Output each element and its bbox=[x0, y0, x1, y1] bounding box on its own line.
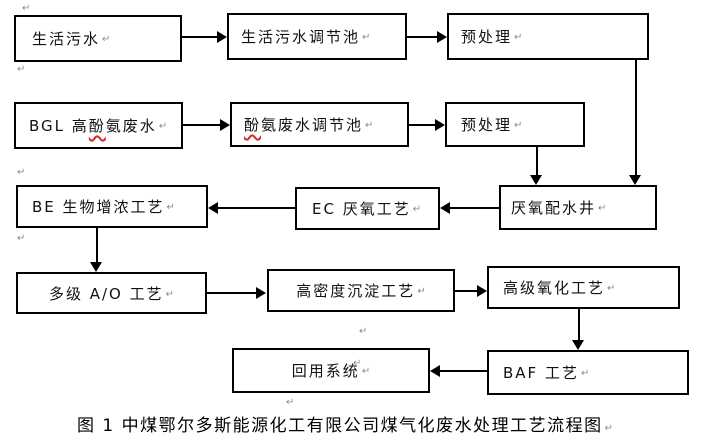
node-advanced-oxidation: 高级氧化工艺↵ bbox=[487, 266, 680, 309]
node-label: 生活污水调节池 bbox=[241, 28, 361, 46]
node-label: 回用系统 bbox=[291, 362, 360, 380]
node-label: 预处理 bbox=[461, 116, 513, 134]
node-high-density-sedimentation: 高密度沉淀工艺↵ bbox=[267, 269, 455, 312]
node-label: EC 厌氧工艺 bbox=[312, 200, 411, 218]
node-label: 厌氧配水井 bbox=[511, 199, 597, 217]
node-label: 生活污水 bbox=[32, 30, 101, 48]
paragraph-return-mark: ↵ bbox=[361, 366, 371, 377]
paragraph-return-mark: ↵ bbox=[607, 283, 616, 294]
arrowhead-right-icon bbox=[256, 287, 266, 299]
node-label: 高级氧化工艺 bbox=[503, 279, 606, 297]
node-label: 高密度沉淀工艺 bbox=[296, 282, 416, 300]
paragraph-return-mark: ↵ bbox=[417, 286, 426, 297]
paragraph-return-mark: ↵ bbox=[514, 120, 523, 131]
node-label: BAF 工艺 bbox=[503, 364, 579, 382]
paragraph-return-mark: ↵ bbox=[17, 64, 26, 75]
arrowhead-right-icon bbox=[477, 285, 487, 297]
arrowhead-down-icon bbox=[629, 175, 641, 185]
node-ec-anaerobic: EC 厌氧工艺↵ bbox=[295, 187, 440, 230]
node-pretreatment-1: 预处理↵ bbox=[447, 13, 649, 60]
node-multistage-ao: 多级 A/O 工艺↵ bbox=[16, 272, 207, 314]
node-label: 氨废水调节池 bbox=[261, 116, 364, 134]
node-label: 预处理 bbox=[461, 28, 513, 46]
paragraph-return-mark: ↵ bbox=[165, 288, 175, 300]
paragraph-return-mark: ↵ bbox=[353, 358, 362, 369]
paragraph-return-mark: ↵ bbox=[514, 32, 523, 43]
paragraph-return-mark: ↵ bbox=[286, 397, 295, 408]
arrowhead-down-icon bbox=[572, 340, 584, 350]
node-bgl-wastewater: BGL 高酚氨废水↵ bbox=[14, 102, 183, 149]
paragraph-return-mark: ↵ bbox=[102, 34, 111, 45]
edge-baf-to-reuse bbox=[440, 370, 487, 372]
paragraph-return-mark: ↵ bbox=[166, 202, 175, 213]
node-be-bioconcentration: BE 生物增浓工艺↵ bbox=[16, 185, 208, 228]
misspelled-word: 酚 bbox=[244, 116, 262, 134]
paragraph-return-mark: ↵ bbox=[604, 423, 613, 434]
node-domestic-sewage: 生活污水↵ bbox=[14, 15, 182, 62]
edge-regulating-to-pretreat1 bbox=[407, 36, 438, 38]
arrowhead-down-icon bbox=[90, 262, 102, 272]
node-anaerobic-distribution-well: 厌氧配水井↵ bbox=[499, 185, 657, 230]
arrowhead-right-icon bbox=[437, 31, 447, 43]
arrowhead-left-icon bbox=[208, 202, 218, 214]
edge-phenol-to-pretreat2 bbox=[409, 124, 436, 126]
arrowhead-right-icon bbox=[217, 31, 227, 43]
node-phenol-regulating-tank: 酚氨废水调节池↵ bbox=[230, 102, 409, 147]
paragraph-return-mark: ↵ bbox=[359, 326, 368, 337]
paragraph-return-mark: ↵ bbox=[598, 203, 607, 214]
paragraph-return-mark: ↵ bbox=[158, 121, 168, 132]
paragraph-return-mark: ↵ bbox=[412, 204, 422, 215]
node-baf: BAF 工艺↵ bbox=[487, 350, 689, 395]
figure-caption-text: 图 1 中煤鄂尔多斯能源化工有限公司煤气化废水处理工艺流程图 bbox=[76, 416, 603, 436]
figure-caption: 图 1 中煤鄂尔多斯能源化工有限公司煤气化废水处理工艺流程图↵ bbox=[0, 411, 690, 436]
edge-ao-to-sedimentation bbox=[207, 292, 257, 294]
node-label: 多级 A/O 工艺 bbox=[48, 284, 164, 303]
edge-well-to-ec bbox=[450, 207, 499, 209]
edge-sedimentation-to-oxidation bbox=[455, 290, 478, 292]
edge-domestic-to-regulating bbox=[182, 36, 218, 38]
misspelled-word: 酚 bbox=[88, 117, 106, 135]
paragraph-return-mark: ↵ bbox=[17, 233, 26, 244]
node-reuse-system: 回用系统↵ bbox=[232, 348, 430, 393]
arrowhead-right-icon bbox=[435, 119, 445, 131]
node-label: BGL 高 bbox=[29, 117, 89, 135]
arrowhead-left-icon bbox=[440, 202, 450, 214]
edge-be-to-ao bbox=[96, 228, 98, 262]
paragraph-return-mark: ↵ bbox=[362, 32, 371, 43]
paragraph-return-mark: ↵ bbox=[580, 368, 590, 379]
node-pretreatment-2: 预处理↵ bbox=[445, 102, 585, 147]
node-label: BE 生物增浓工艺 bbox=[32, 198, 165, 216]
edge-ec-to-be bbox=[218, 207, 295, 209]
node-domestic-regulating-tank: 生活污水调节池↵ bbox=[227, 13, 407, 60]
paragraph-return-mark: ↵ bbox=[365, 120, 374, 131]
edge-pretreat2-to-well bbox=[536, 147, 538, 175]
edge-oxidation-to-baf bbox=[578, 309, 580, 340]
arrowhead-right-icon bbox=[220, 119, 230, 131]
paragraph-return-mark: ↵ bbox=[17, 167, 26, 178]
edge-pretreat1-to-well bbox=[635, 60, 637, 175]
arrowhead-left-icon bbox=[430, 365, 440, 377]
node-label: 氨废水 bbox=[105, 117, 157, 135]
paragraph-return-mark: ↵ bbox=[22, 3, 31, 14]
arrowhead-down-icon bbox=[530, 175, 542, 185]
edge-bgl-to-phenol-regulating bbox=[183, 124, 221, 126]
